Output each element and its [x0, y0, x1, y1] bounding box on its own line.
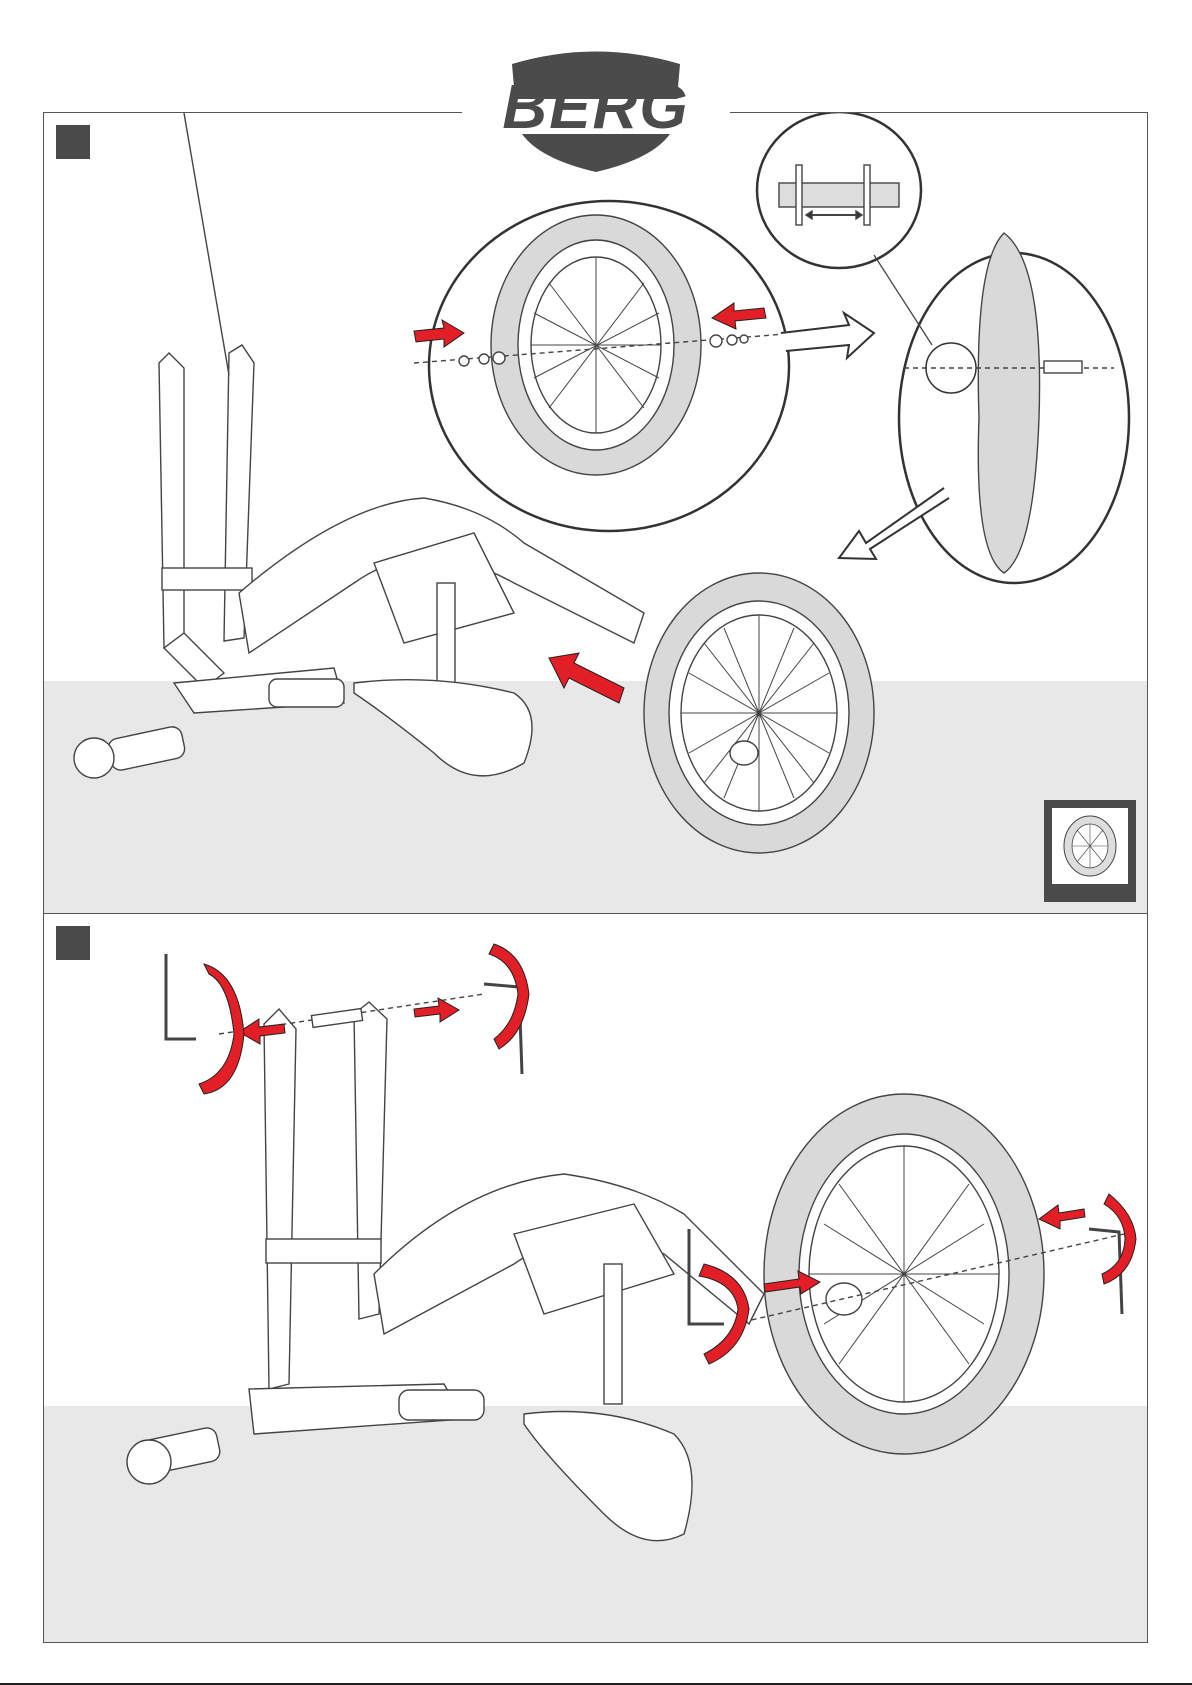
- step-1-panel: [43, 112, 1148, 914]
- step-1-illustration: [44, 113, 1148, 914]
- logo-text: BERG: [462, 72, 730, 143]
- wheel-thumbnail: [1044, 800, 1136, 902]
- berg-logo: BERG: [462, 44, 730, 174]
- step-2-illustration: [44, 914, 1148, 1643]
- wheel-icon: [1052, 808, 1128, 884]
- step-2-panel: [43, 913, 1148, 1643]
